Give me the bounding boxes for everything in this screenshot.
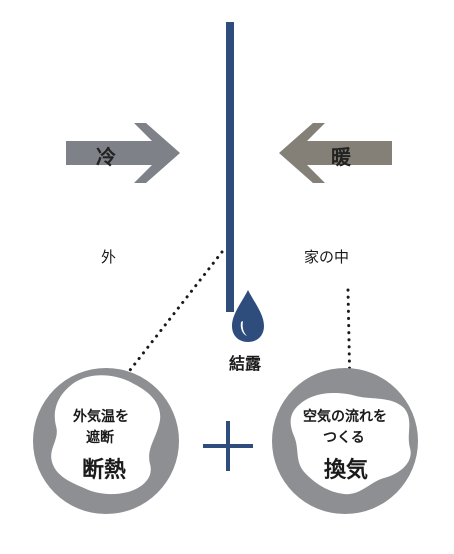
water-drop-icon [232, 290, 264, 342]
ventilation-badge [272, 368, 418, 514]
insulation-line1: 外気温を [73, 409, 129, 425]
outside-label: 外 [101, 248, 117, 266]
plus-icon [203, 421, 253, 471]
water-drop-highlight [240, 321, 247, 336]
warm-label: 暖 [331, 145, 351, 169]
ventilation-paper [290, 393, 411, 495]
insulation-line2: 遮断 [86, 430, 114, 446]
ventilation-line1: 空気の流れを [303, 409, 387, 425]
ventilation-line2: つくる [323, 430, 365, 446]
ventilation-title: 換気 [324, 458, 369, 483]
insulation-paper [51, 375, 161, 495]
wall [226, 22, 234, 312]
condensation-label: 結露 [229, 354, 262, 373]
inside-label: 家の中 [304, 248, 350, 266]
cold-label: 冷 [96, 145, 116, 169]
insulation-badge [33, 368, 179, 514]
insulation-connector [111, 250, 224, 394]
cold-arrow [66, 123, 180, 183]
warm-arrow [279, 123, 392, 183]
insulation-title: 断熱 [82, 458, 127, 483]
